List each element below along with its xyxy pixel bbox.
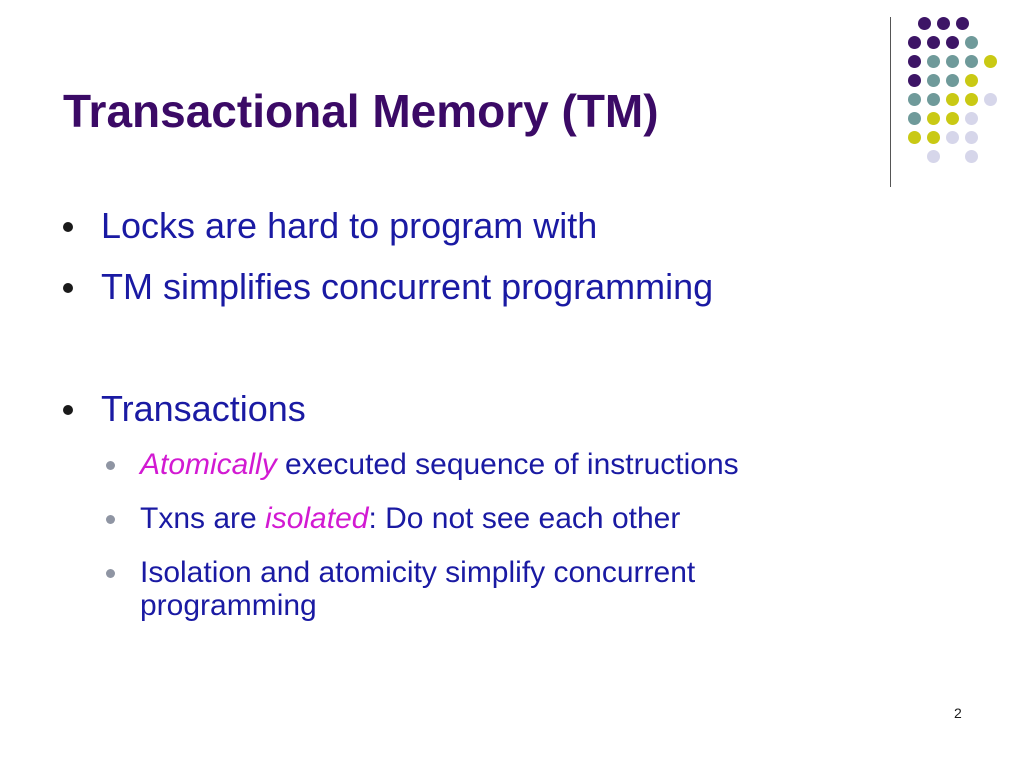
page-number: 2 [954, 705, 962, 721]
decor-dot [927, 36, 940, 49]
sub-bullet-line: programming [140, 589, 317, 622]
decor-dot [965, 112, 978, 125]
sub-bullet-marker [106, 569, 115, 578]
decor-dot [984, 55, 997, 68]
decor-dot [918, 17, 931, 30]
sub-bullet-line: Isolation and atomicity simplify concurr… [140, 556, 696, 589]
sub-bullet-rest: : Do not see each other [368, 502, 681, 535]
slide-title: Transactional Memory (TM) [63, 85, 659, 137]
decor-dot [946, 55, 959, 68]
decor-dot [937, 17, 950, 30]
decor-dot [908, 131, 921, 144]
decor-dot [908, 93, 921, 106]
decor-dot [946, 112, 959, 125]
bullet-marker [63, 283, 73, 293]
decor-dot [965, 36, 978, 49]
decor-dot [927, 93, 940, 106]
sub-bullet-marker [106, 461, 115, 470]
decor-dot [908, 112, 921, 125]
decor-dot [965, 74, 978, 87]
decor-dot [965, 150, 978, 163]
decor-dot [908, 74, 921, 87]
decor-dot [956, 17, 969, 30]
decor-dot [984, 93, 997, 106]
bullet-text: TM simplifies concurrent programming [101, 266, 714, 307]
sub-bullet-rest: executed sequence of instructions [276, 448, 739, 481]
decorative-dot-grid [903, 14, 1013, 164]
decor-dot [946, 74, 959, 87]
sub-bullet-text: Txns are isolated: Do not see each other [140, 502, 680, 535]
decor-dot [927, 112, 940, 125]
sub-bullet-marker [106, 515, 115, 524]
sub-bullet-pre: Txns are [140, 502, 266, 535]
decor-dot [946, 131, 959, 144]
decor-dot [965, 93, 978, 106]
bullet-marker [63, 405, 73, 415]
decor-dot [946, 93, 959, 106]
emphasis-text: isolated [265, 502, 369, 535]
sub-bullet-text: Atomically executed sequence of instruct… [140, 448, 739, 481]
decor-dot [965, 55, 978, 68]
bullet-marker [63, 222, 73, 232]
bullet-text: Locks are hard to program with [101, 205, 598, 246]
emphasis-text: Atomically [140, 448, 277, 481]
decor-dot [946, 36, 959, 49]
decor-dot [927, 150, 940, 163]
decor-dot [927, 131, 940, 144]
decor-dot [965, 131, 978, 144]
decor-dot [908, 55, 921, 68]
decor-dot [908, 36, 921, 49]
bullet-text: Transactions [101, 388, 306, 429]
title-divider [890, 17, 891, 187]
decor-dot [927, 74, 940, 87]
decor-dot [927, 55, 940, 68]
sub-bullet-text: Isolation and atomicity simplify concurr… [140, 556, 695, 622]
